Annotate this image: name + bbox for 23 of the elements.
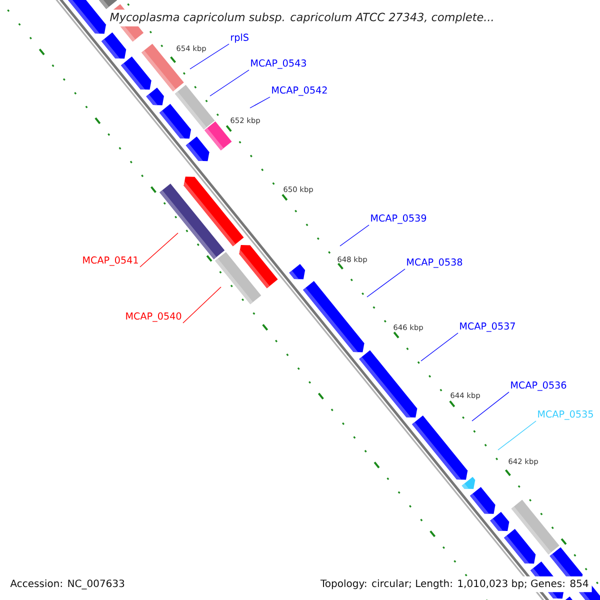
leader-line — [420, 332, 458, 362]
gene-label: MCAP_0536 — [511, 381, 566, 391]
topology-text: Topology: circular; Length: 1,010,023 bp; Genes: 854 — [317, 576, 592, 592]
leader-line — [366, 268, 406, 298]
leader-line — [472, 392, 510, 422]
gene-label: MCAP_0538 — [407, 258, 462, 268]
title: Mycoplasma capricolum subsp. capricolum ATCC 27343, complete... — [106, 10, 498, 26]
gene-label: MCAP_0543 — [251, 59, 306, 69]
gene-label: MCAP_0541 — [83, 256, 138, 266]
leader-line — [190, 44, 230, 70]
gene-label: MCAP_0542 — [272, 86, 327, 96]
gene-label: rplS — [231, 34, 248, 43]
leader-line — [182, 286, 222, 324]
gene-label: MCAP_0537 — [460, 322, 515, 332]
leader-line — [140, 232, 178, 268]
leader-line — [498, 420, 536, 450]
leader-line — [250, 96, 270, 108]
gene-label: MCAP_0535 — [538, 410, 593, 420]
gene-label: MCAP_0539 — [371, 214, 426, 224]
leader-line — [340, 224, 370, 246]
gene-label: MCAP_0540 — [126, 312, 182, 322]
accession-text: Accession: NC_007633 — [10, 579, 124, 590]
leader-line — [210, 70, 250, 96]
